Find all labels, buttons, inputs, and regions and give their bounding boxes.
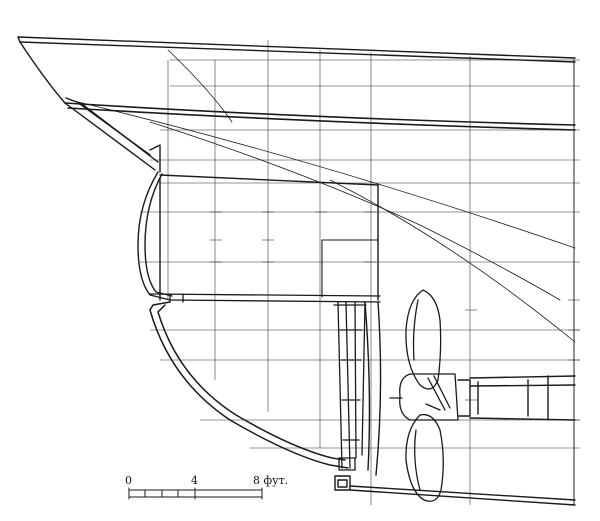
propeller-shaft (457, 375, 576, 421)
diagonal-lines (69, 49, 576, 343)
grid-lines (140, 40, 580, 505)
scale-label-8: 8 фут. (253, 474, 289, 487)
station-ticks (210, 211, 580, 421)
rudder-outline (149, 301, 349, 469)
stern-overhang (19, 41, 161, 173)
scale-label-0: 0 (125, 474, 132, 487)
main-deck-line (64, 102, 576, 131)
heel-skeg (334, 301, 576, 506)
counter-plates (149, 293, 381, 303)
scale-label-4: 4 (191, 474, 198, 487)
upper-hull-outline (137, 171, 379, 301)
scale-bar (128, 487, 263, 500)
propeller (389, 289, 459, 502)
upper-inner-box (321, 239, 379, 298)
deck-line (17, 36, 576, 63)
rudder-stock (333, 301, 367, 471)
